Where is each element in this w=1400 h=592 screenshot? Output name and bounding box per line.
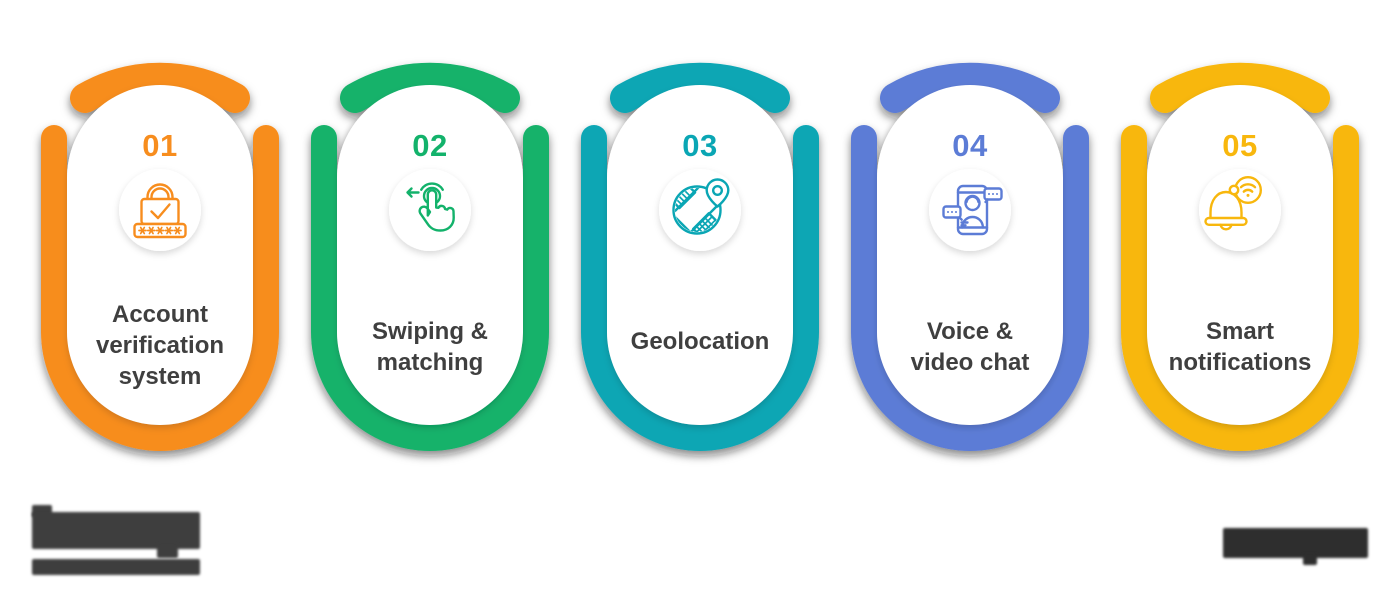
lock-verified-icon [133, 183, 187, 239]
card-ring [581, 125, 819, 451]
bell-wifi-icon [1204, 175, 1262, 231]
step-label-line: Voice & [927, 318, 1013, 345]
blurred-logo-left [32, 512, 200, 549]
card-cap-arc [340, 62, 520, 113]
card-cap-arc [610, 62, 790, 113]
card-ring [1121, 125, 1359, 451]
step-card-4: 04 Voice & video chat [840, 40, 1100, 480]
step-card-2: 02 Swiping & matching [300, 40, 560, 480]
step-card-3: 03 Geolocation [570, 40, 830, 480]
step-label-line: matching [377, 349, 484, 376]
phone-video-chat-icon [942, 184, 1003, 236]
blurred-logo-right [1303, 554, 1317, 565]
step-label-line: verification [96, 332, 224, 359]
step-label-line: Geolocation [631, 328, 770, 355]
card-cap-arc [880, 62, 1060, 113]
card-cap-arc [70, 62, 250, 113]
step-label-line: Smart [1206, 318, 1274, 345]
card-cap-arc [1150, 62, 1330, 113]
card-body [67, 85, 253, 425]
step-number: 04 [952, 128, 988, 163]
step-number: 05 [1222, 128, 1257, 163]
blurred-logo-right [1223, 528, 1368, 558]
step-label-line: Swiping & [372, 318, 488, 345]
card-body [877, 85, 1063, 425]
card-body [607, 85, 793, 425]
card-ring [851, 125, 1089, 451]
card-ring [41, 125, 279, 451]
step-number: 03 [682, 128, 717, 163]
step-label-line: Account [112, 301, 208, 328]
step-label-line: notifications [1169, 349, 1312, 376]
step-number: 01 [142, 128, 177, 163]
blurred-logo-left [157, 544, 178, 558]
step-label-line: video chat [911, 349, 1030, 376]
step-card-5: 05 Smart notifications [1110, 40, 1370, 480]
card-ring [311, 125, 549, 451]
step-card-1: 01 Account verification system [30, 40, 290, 480]
step-number: 02 [412, 128, 447, 163]
icon-circle [659, 169, 741, 251]
swipe-hand-icon [406, 182, 455, 232]
card-body [1147, 85, 1333, 425]
blurred-logo-left-underline [32, 559, 200, 575]
step-label-line: system [119, 363, 202, 390]
card-body [337, 85, 523, 425]
